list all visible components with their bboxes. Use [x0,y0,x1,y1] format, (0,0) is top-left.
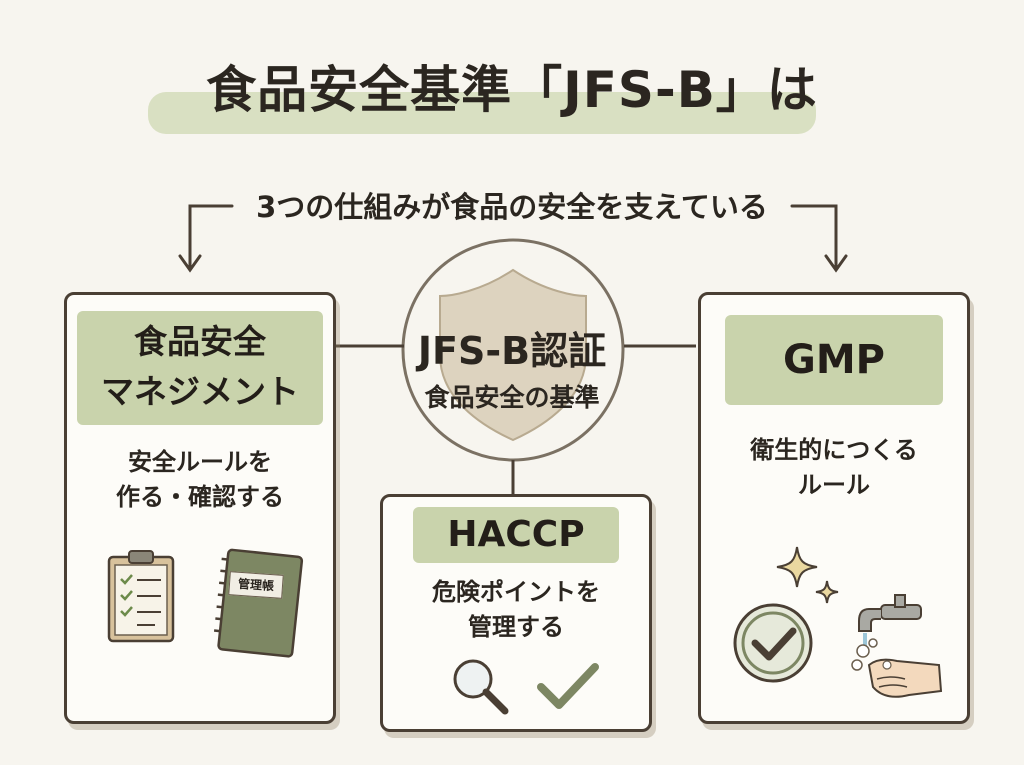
magnifier-icon [453,659,509,715]
right-arrow [790,204,848,273]
card-haccp: HACCP 危険ポイントを 管理する [380,494,652,732]
sparkle-icon [776,546,839,604]
title-wrap: 食品安全基準「JFS-B」は [0,50,1024,122]
card-description-line2: 作る・確認する [116,482,284,511]
card-description-line1: 衛生的につくる [750,436,918,464]
notebook-label: 管理帳 [228,571,284,599]
card-food-safety-management: 食品安全 マネジメント 安全ルールを 作る・確認する 管理帳 [64,292,336,724]
notebook-icon [213,548,304,658]
card-heading: GMP [725,315,943,405]
card-heading-text: HACCP [447,514,585,555]
card-description-line1: 危険ポイントを [432,578,600,606]
card-heading-line1: 食品安全 [134,322,266,361]
card-description: 安全ルールを 作る・確認する [67,445,333,515]
card-description-line2: ルール [798,470,870,499]
faucet-icon [858,594,922,651]
page-title: 食品安全基準「JFS-B」は [206,61,818,119]
card-description: 危険ポイントを 管理する [383,575,649,645]
check-circle-icon [733,603,813,683]
title-highlight [148,92,816,134]
card-description-line2: 管理する [468,612,564,641]
card-heading: 食品安全 マネジメント [77,311,323,425]
card-heading-text: GMP [783,337,885,383]
center-subtitle: 食品安全の基準 [424,383,600,412]
shield-icon [439,268,587,442]
center-title: JFS-B認証 [417,329,607,373]
left-arrow [178,204,234,273]
card-gmp: GMP 衛生的につくる ルール [698,292,970,724]
clipboard-icon [107,550,175,643]
hands-icon [851,638,943,698]
card-description: 衛生的につくる ルール [701,433,967,503]
page-subtitle: 3つの仕組みが食品の安全を支えている [256,190,768,224]
check-icon [537,663,599,709]
card-heading-line2: マネジメント [101,372,299,411]
card-heading: HACCP [413,507,619,563]
card-description-line1: 安全ルールを [128,448,272,476]
